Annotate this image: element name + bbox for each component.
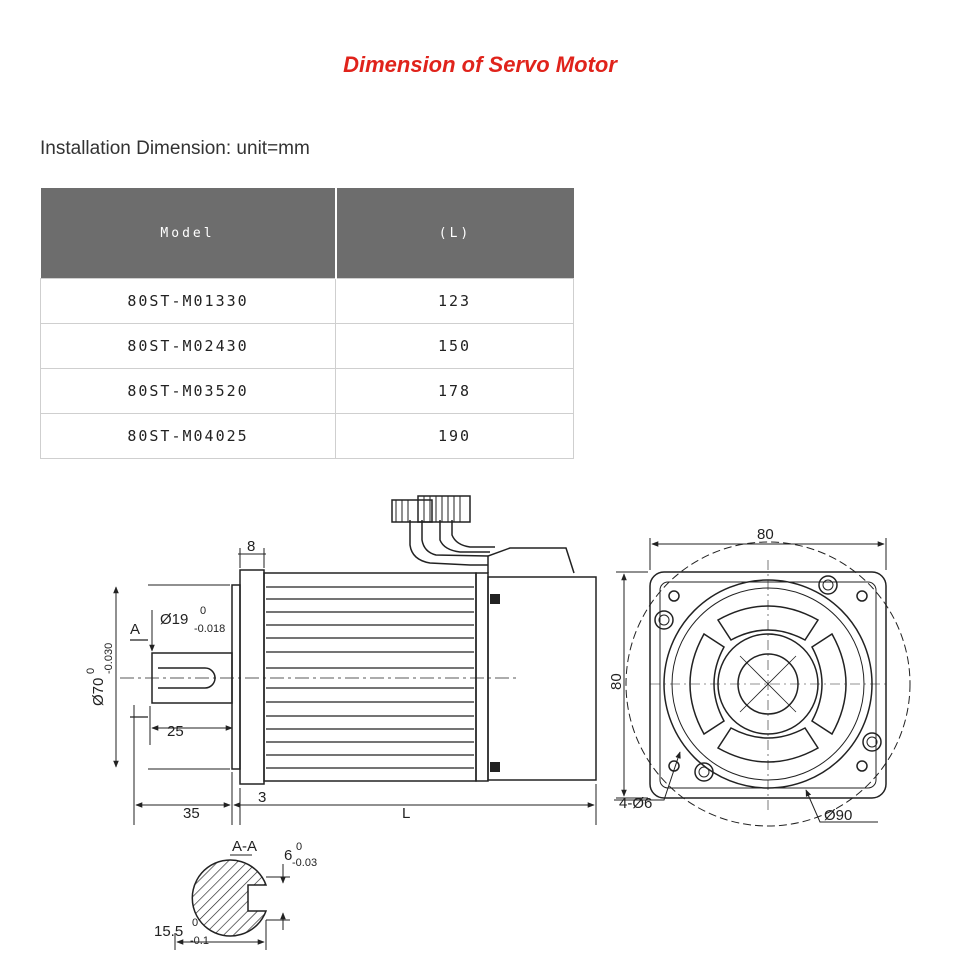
header-model: Model: [40, 188, 337, 279]
model-cell: 80ST-M04025: [40, 413, 336, 459]
leader-bolt-circle: [805, 789, 878, 823]
section-label: A-A: [232, 838, 257, 855]
dim-key-length: 25: [167, 723, 184, 740]
dim-shaft-diameter: Ø19: [160, 611, 188, 628]
length-cell: 178: [335, 368, 574, 414]
mount-boss-bl: [694, 762, 714, 782]
section-shaft-hatched: [191, 859, 268, 937]
key-tol-lower: -0.03: [292, 857, 317, 869]
leader-holes: [614, 751, 681, 801]
dim-flange-thickness: 8: [247, 538, 255, 555]
dim-body-length: L: [402, 805, 410, 822]
front-window-right: [811, 632, 847, 736]
section-marker-a: A: [130, 621, 140, 638]
encoder-housing: [487, 576, 597, 781]
model-cell: 80ST-M03520: [40, 368, 336, 414]
mount-hole-br: [856, 760, 868, 772]
connector-block: [487, 547, 575, 574]
dim-front-width: 80: [757, 526, 774, 543]
dim-bolt-circle: Ø90: [824, 807, 852, 824]
installation-subtitle: Installation Dimension: unit=mm: [40, 138, 310, 159]
plug-1: [391, 499, 433, 523]
table-row: 80ST-M01330 123: [40, 278, 574, 324]
shaft-tol-upper: 0: [200, 605, 206, 617]
plug-2: [417, 495, 471, 523]
section-a-a-view: [174, 854, 290, 950]
dim-key-depth: 15.5: [154, 923, 183, 940]
pilot-tol-upper: 0: [85, 668, 97, 674]
cable-2: [439, 520, 490, 553]
dim-mount-holes: 4-Ø6: [619, 795, 652, 812]
cooling-fins: [266, 586, 474, 769]
mount-hole-tl: [668, 590, 680, 602]
motor-front-view: [614, 538, 911, 827]
dim-front-height: 80: [608, 673, 625, 690]
table-row: 80ST-M04025 190: [40, 413, 574, 459]
page-title: Dimension of Servo Motor: [343, 52, 617, 77]
pilot-tol-lower: -0.030: [103, 643, 115, 674]
depth-tol-upper: 0: [192, 917, 198, 929]
dim-key-width: 6: [284, 847, 292, 864]
dimension-table: Model (L) 80ST-M01330 123 80ST-M02430 15…: [40, 188, 574, 459]
mounting-flange: [239, 569, 265, 785]
cable-1: [409, 520, 488, 566]
mount-boss-br: [862, 732, 882, 752]
rear-cap: [475, 572, 489, 782]
mount-hole-tr: [856, 590, 868, 602]
header-length: (L): [335, 188, 574, 279]
front-window-top: [716, 605, 820, 641]
dim-flange-step: 3: [258, 789, 266, 806]
table-row: 80ST-M02430 150: [40, 323, 574, 369]
key-tol-upper: 0: [296, 841, 302, 853]
mount-boss-tl: [654, 610, 674, 630]
dim-pilot-diameter: Ø70: [90, 678, 107, 706]
front-flange-outline: [649, 571, 887, 799]
dim-shaft-length: 35: [183, 805, 200, 822]
servo-motor-drawing: 8 A Ø19 0 -0.018 Ø70 0 -0.030 25 35 3 L: [85, 495, 911, 950]
front-window-bottom: [716, 727, 820, 763]
shaft-tol-lower: -0.018: [194, 623, 225, 635]
motor-side-view: [113, 495, 597, 825]
table-row: 80ST-M03520 178: [40, 368, 574, 414]
model-cell: 80ST-M02430: [40, 323, 336, 369]
mount-boss-tr: [818, 575, 838, 595]
flange-pilot: [231, 584, 241, 770]
table-header-row: Model (L): [40, 188, 574, 279]
model-cell: 80ST-M01330: [40, 278, 336, 324]
motor-body: [263, 572, 477, 782]
length-cell: 123: [335, 278, 574, 324]
front-window-left: [689, 632, 725, 736]
length-cell: 150: [335, 323, 574, 369]
length-cell: 190: [335, 413, 574, 459]
depth-tol-lower: -0.1: [190, 935, 209, 947]
